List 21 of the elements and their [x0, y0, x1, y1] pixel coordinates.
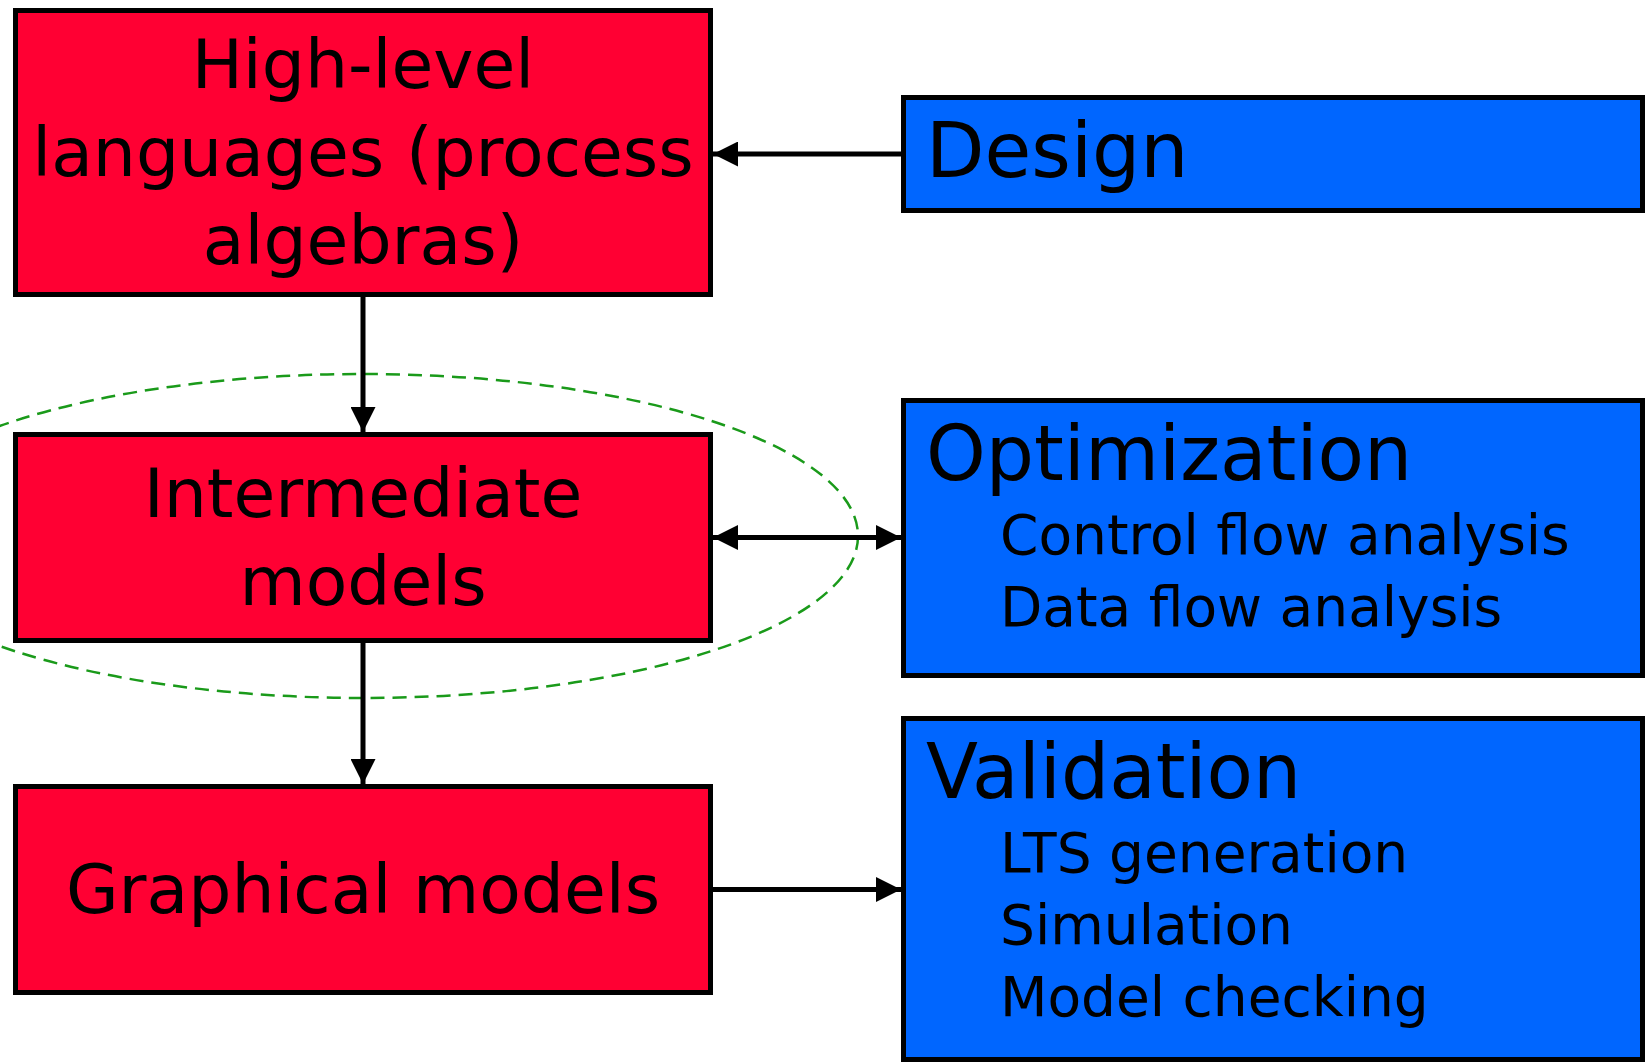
box-heading: Graphical models — [65, 848, 661, 931]
list-item: Data flow analysis — [1000, 574, 1503, 641]
box-heading: Validation — [926, 727, 1302, 817]
activity-box — [901, 95, 1645, 213]
activity-box — [901, 716, 1645, 1062]
arrow — [350, 297, 376, 432]
list-item: Simulation — [1000, 892, 1293, 959]
arrow — [350, 643, 376, 784]
list-item: Control flow analysis — [1000, 502, 1570, 569]
box-heading: High-level languages (process algebras) — [31, 23, 695, 282]
list-item: Model checking — [1000, 964, 1429, 1031]
double-arrow — [713, 525, 901, 550]
box-heading: Design — [926, 106, 1189, 196]
model-box — [13, 432, 713, 643]
box-heading: Intermediate models — [142, 452, 584, 623]
arrow — [713, 141, 901, 167]
box-heading: Optimization — [926, 409, 1413, 499]
model-box — [13, 784, 713, 995]
activity-box — [901, 398, 1645, 678]
arrow — [713, 877, 901, 902]
list-item: LTS generation — [1000, 820, 1409, 887]
